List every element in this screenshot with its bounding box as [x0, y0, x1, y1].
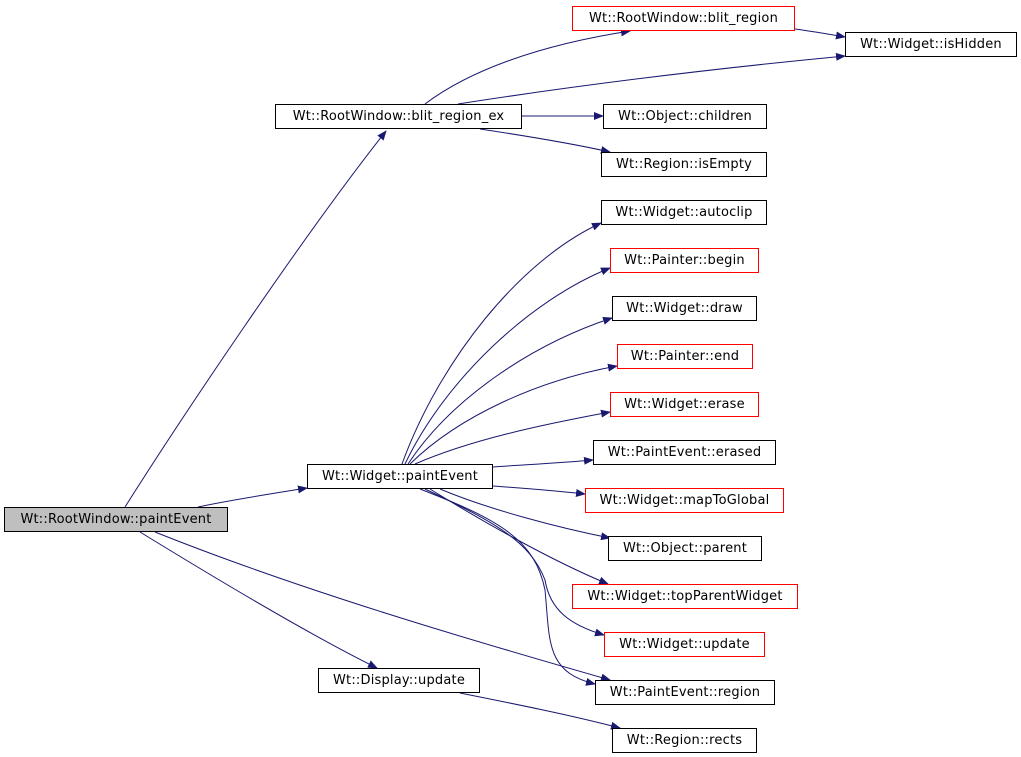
edge-widget-paintevent-to-maptoglobal [492, 485, 586, 497]
edge-display-update-to-region-rects [459, 692, 621, 730]
edge-widget-paintevent-to-paintevent-region [419, 488, 596, 686]
node-rootwindow-blit-region-ex[interactable]: Wt::RootWindow::blit_region_ex [275, 104, 522, 129]
node-region-isempty[interactable]: Wt::Region::isEmpty [601, 152, 767, 177]
edge-paintevent-to-display-update [139, 531, 378, 669]
node-rootwindow-paintevent[interactable]: Wt::RootWindow::paintEvent [4, 507, 228, 532]
node-painter-begin[interactable]: Wt::Painter::begin [610, 248, 759, 273]
edge-widget-paintevent-to-painter-begin [404, 267, 611, 465]
node-widget-draw[interactable]: Wt::Widget::draw [612, 296, 757, 321]
edge-widget-paintevent-to-painter-end [409, 363, 618, 465]
edge-widget-paintevent-to-widget-draw [407, 317, 613, 465]
edge-widget-paintevent-to-autoclip [401, 222, 602, 465]
node-display-update[interactable]: Wt::Display::update [318, 668, 480, 693]
node-object-parent[interactable]: Wt::Object::parent [608, 536, 762, 561]
edge-blit-region-ex-to-blit-region [424, 28, 631, 105]
node-widget-erase[interactable]: Wt::Widget::erase [610, 392, 759, 417]
node-widget-maptoglobal[interactable]: Wt::Widget::mapToGlobal [585, 488, 784, 513]
node-widget-ishidden[interactable]: Wt::Widget::isHidden [845, 32, 1017, 57]
edge-widget-paintevent-to-widget-erase [414, 409, 611, 465]
node-painter-end[interactable]: Wt::Painter::end [617, 344, 753, 369]
node-widget-update[interactable]: Wt::Widget::update [604, 632, 765, 657]
node-paintevent-region[interactable]: Wt::PaintEvent::region [595, 680, 775, 705]
node-widget-autoclip[interactable]: Wt::Widget::autoclip [601, 200, 767, 225]
node-paintevent-erased[interactable]: Wt::PaintEvent::erased [593, 440, 776, 465]
node-object-children[interactable]: Wt::Object::children [603, 104, 767, 129]
edge-paintevent-to-paintevent-region [154, 531, 611, 682]
edge-widget-paintevent-to-topparentwidget [429, 488, 609, 585]
edge-widget-paintevent-to-object-parent [439, 488, 611, 541]
node-widget-topparentwidget[interactable]: Wt::Widget::topParentWidget [572, 584, 798, 609]
edge-widget-paintevent-to-widget-update [424, 488, 605, 637]
node-rootwindow-blit-region[interactable]: Wt::RootWindow::blit_region [572, 6, 795, 31]
edge-blit-region-ex-to-isempty [479, 128, 611, 154]
edge-paintevent-to-blit-region-ex [124, 130, 387, 508]
edge-widget-paintevent-to-paintevent-erased [492, 456, 594, 468]
edge-blit-region-ex-to-ishidden [457, 52, 846, 105]
node-widget-paintevent[interactable]: Wt::Widget::paintEvent [307, 464, 493, 489]
edge-blit-region-to-ishidden [794, 28, 846, 40]
node-region-rects[interactable]: Wt::Region::rects [612, 728, 757, 753]
edge-paintevent-to-widget-paintevent [197, 485, 308, 508]
